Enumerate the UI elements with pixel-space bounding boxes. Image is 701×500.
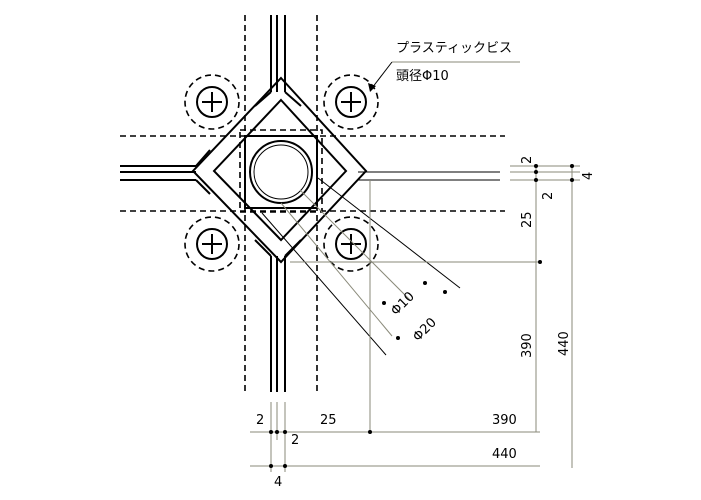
dim-bottom-390: 390 — [492, 413, 517, 428]
center-hub — [244, 135, 318, 209]
screw-label: プラスティックビス — [396, 41, 512, 56]
dim-right-390: 390 — [520, 333, 535, 358]
dim-right-25: 25 — [520, 211, 535, 228]
bottom-dimensions: 2 25 390 2 440 4 — [250, 402, 540, 490]
phi20-label: Φ20 — [410, 315, 440, 345]
frame-bar-horizontal-left — [120, 165, 196, 181]
frame-bar-horizontal-right — [358, 171, 500, 181]
screw-top-left — [184, 74, 240, 130]
dim-bottom-2b: 2 — [291, 433, 299, 448]
dim-bottom-440: 440 — [492, 447, 517, 462]
screw-bottom-left — [184, 216, 240, 272]
screw-top-right — [323, 74, 379, 130]
right-dimensions: 2 2 4 25 390 440 — [290, 156, 596, 468]
screw-head-label: 頭径Φ10 — [396, 69, 449, 84]
dim-bottom-2a: 2 — [256, 413, 264, 428]
dim-right-2b: 2 — [541, 192, 556, 200]
dim-right-4: 4 — [581, 172, 596, 180]
screw-annotation: プラスティックビス 頭径Φ10 — [368, 41, 520, 92]
dim-right-2a: 2 — [520, 156, 535, 164]
screw-bottom-right — [323, 216, 379, 272]
dim-bottom-4: 4 — [274, 475, 282, 490]
frame-bar-vertical-top — [270, 15, 286, 92]
dim-right-440: 440 — [557, 331, 572, 356]
dim-bottom-25: 25 — [320, 413, 337, 428]
frame-bar-vertical-bottom — [270, 256, 286, 392]
dashed-outline-vertical — [244, 15, 318, 392]
diameter-dimension-lines: Φ10 Φ20 — [261, 177, 461, 356]
phi10-label: Φ10 — [388, 289, 418, 319]
